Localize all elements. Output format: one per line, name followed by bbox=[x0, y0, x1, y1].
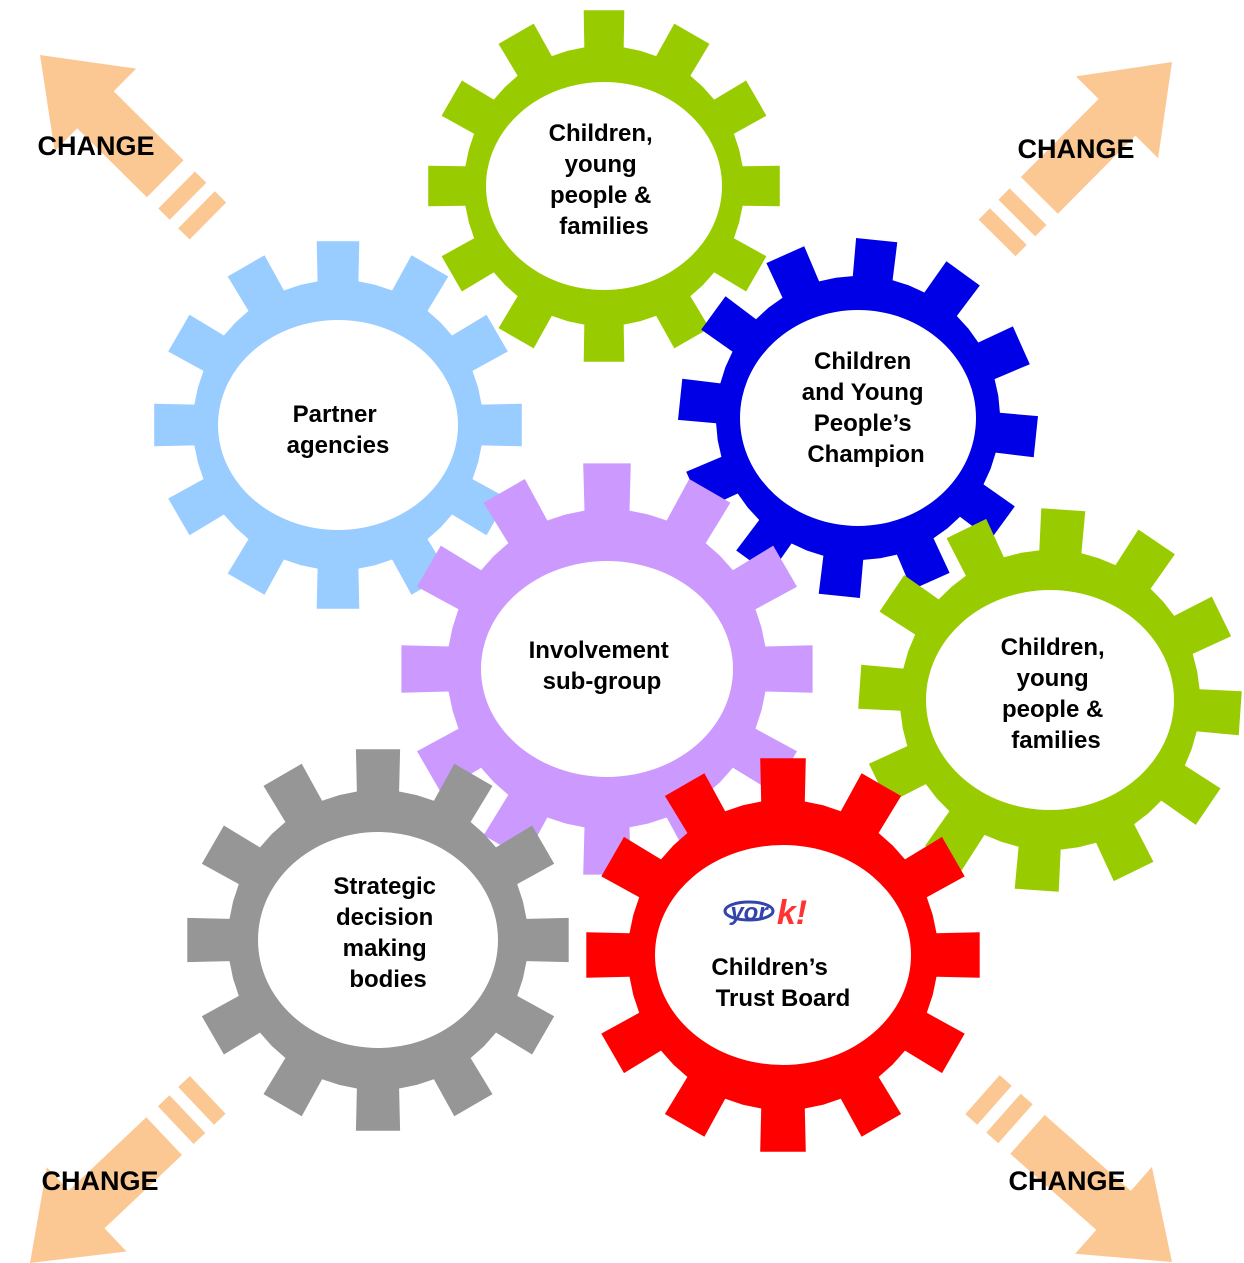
gear-families-right: Children, young people & families bbox=[858, 508, 1242, 892]
change-arrows bbox=[30, 55, 1172, 1263]
gear-families-right-line-4: families bbox=[1011, 727, 1100, 754]
change-arrow-top-left-stripe-2 bbox=[158, 171, 207, 220]
change-arrow-bottom-left-body bbox=[30, 1117, 182, 1263]
change-label-bottom-right: CHANGE bbox=[1008, 1166, 1125, 1196]
change-arrow-top-left bbox=[40, 55, 227, 240]
change-arrow-top-left-stripe-1 bbox=[178, 191, 227, 240]
change-arrow-top-left-body bbox=[40, 55, 184, 198]
gear-families-top-line-3: people & bbox=[550, 182, 651, 209]
gear-trust-board: yor k! Children’s Trust Board bbox=[586, 758, 980, 1152]
change-arrow-bottom-right-stripe-2 bbox=[986, 1093, 1033, 1144]
change-arrow-top-right-stripe-2 bbox=[998, 188, 1047, 237]
gear-families-top: Children, young people & families bbox=[428, 10, 780, 362]
change-arrow-bottom-right bbox=[965, 1075, 1172, 1262]
gear-families-right-line-3: people & bbox=[1002, 696, 1103, 723]
change-arrow-top-right-stripe-1 bbox=[978, 208, 1027, 257]
svg-text:Children’s Trust Board: Children’s Trust Board bbox=[711, 954, 850, 1012]
gear-champion: Children and Young People’s Champion bbox=[678, 238, 1038, 598]
gear-families-top-line-4: families bbox=[559, 213, 648, 240]
gear-families-top-shape bbox=[428, 10, 780, 362]
gear-partner-agencies-line-1: Partner bbox=[293, 401, 377, 428]
change-arrow-top-right-body bbox=[1020, 62, 1172, 214]
gear-champion-line-1: Children bbox=[814, 348, 911, 375]
gear-champion-shape bbox=[678, 238, 1038, 598]
york-logo-text-2: k! bbox=[777, 894, 807, 932]
gear-strategic-line-2: decision bbox=[336, 904, 433, 931]
gear-families-right-line-1: Children, bbox=[1001, 634, 1105, 661]
change-label-top-right: CHANGE bbox=[1017, 134, 1134, 164]
gear-strategic-line-4: bodies bbox=[349, 966, 426, 993]
gear-trust-board-line-1: Children’s bbox=[711, 954, 827, 981]
change-arrow-top-right bbox=[978, 62, 1172, 257]
svg-text:Partner agencies: Partner agencies bbox=[287, 401, 390, 459]
gear-trust-board-line-2: Trust Board bbox=[716, 985, 851, 1012]
gear-partner-agencies-shape bbox=[154, 241, 522, 609]
gear-families-right-line-2: young bbox=[1017, 665, 1089, 692]
change-arrow-bottom-left bbox=[30, 1076, 226, 1263]
svg-text:Children, young pe: Children, young people & families bbox=[1001, 634, 1112, 754]
gear-strategic-line-3: making bbox=[343, 935, 427, 962]
svg-text:Children, young pe: Children, young people & families bbox=[549, 120, 660, 240]
york-logo: yor k! bbox=[723, 894, 807, 932]
gear-strategic-line-1: Strategic bbox=[333, 873, 436, 900]
gear-trust-board-shape bbox=[586, 758, 980, 1152]
gear-families-top-line-1: Children, bbox=[549, 120, 653, 147]
change-arrow-bottom-right-stripe-1 bbox=[965, 1075, 1012, 1125]
gear-champion-line-2: and Young bbox=[802, 379, 924, 406]
gear-involvement-shape bbox=[401, 463, 813, 875]
gear-strategic-shape bbox=[187, 749, 569, 1131]
change-arrow-bottom-left-stripe-2 bbox=[157, 1095, 206, 1144]
gear-involvement: Involvement sub-group bbox=[401, 463, 813, 875]
gear-partner-agencies: Partner agencies bbox=[154, 241, 522, 609]
svg-text:Involvement sub-group: Involvement sub-group bbox=[529, 637, 676, 695]
svg-text:Children and Young: Children and Young People’s Champion bbox=[802, 348, 930, 468]
gear-partner-agencies-line-2: agencies bbox=[287, 432, 390, 459]
change-arrow-bottom-right-body bbox=[1010, 1114, 1172, 1262]
svg-text:Strategic decision: Strategic decision making bodies bbox=[333, 873, 442, 993]
gear-strategic: Strategic decision making bodies bbox=[187, 749, 569, 1131]
gear-champion-line-4: Champion bbox=[807, 441, 924, 468]
gear-families-top-line-2: young bbox=[565, 151, 637, 178]
gear-involvement-line-2: sub-group bbox=[543, 668, 662, 695]
gear-champion-line-3: People’s bbox=[814, 410, 912, 437]
york-logo-oval bbox=[723, 900, 775, 922]
gear-families-right-shape bbox=[858, 508, 1242, 892]
gear-involvement-line-1: Involvement bbox=[529, 637, 669, 664]
change-arrow-bottom-left-stripe-1 bbox=[178, 1076, 226, 1125]
york-logo-text-1: yor bbox=[729, 899, 769, 926]
change-label-top-left: CHANGE bbox=[37, 131, 154, 161]
change-label-bottom-left: CHANGE bbox=[41, 1166, 158, 1196]
